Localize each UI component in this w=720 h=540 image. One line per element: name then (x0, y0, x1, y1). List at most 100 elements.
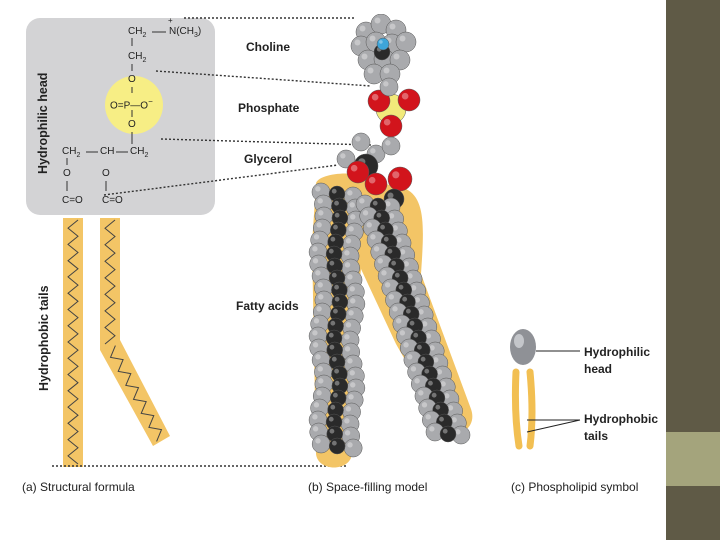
atom-highlight-22 (340, 153, 345, 158)
atom-highlight-62 (314, 318, 319, 323)
formula-glycerol-ch2-left: CH2 (62, 146, 80, 159)
atom-highlight-11 (368, 68, 374, 74)
atom-highlight-4 (355, 40, 361, 46)
atom-highlight-58 (335, 297, 340, 302)
atom-highlight-64 (330, 321, 335, 326)
atom-highlight-32 (317, 198, 322, 203)
atom-highlight-152 (429, 426, 434, 431)
atom-highlight-92 (315, 438, 320, 443)
atom-highlight-112 (391, 261, 396, 266)
atom-highlight-115 (395, 273, 400, 278)
atom-highlight-94 (332, 441, 337, 446)
atom-highlight-14 (379, 40, 383, 44)
atom-highlight-140 (414, 378, 419, 383)
atom-highlight-79 (335, 381, 340, 386)
atom-highlight-71 (315, 354, 320, 359)
atom-highlight-40 (333, 225, 338, 230)
atom-highlight-1 (360, 26, 366, 32)
atom-highlight-33 (349, 202, 354, 207)
caption-phospholipid-symbol: (c) Phospholipid symbol (511, 480, 638, 494)
atom-highlight-133 (417, 345, 422, 350)
symbol-tails-label: tails (584, 429, 608, 443)
atom-highlight-122 (392, 306, 397, 311)
space-filling-atoms (309, 14, 470, 457)
formula-glycerol-ch2-right: CH2 (130, 146, 148, 159)
formula-plus-charge: + (168, 16, 173, 25)
atom-highlight-3 (390, 24, 396, 30)
atom-highlight-27 (392, 171, 399, 178)
atom-highlight-103 (380, 225, 385, 230)
atom-highlight-46 (329, 249, 334, 254)
atom-highlight-5 (370, 36, 376, 42)
atom-highlight-106 (384, 237, 389, 242)
atom-highlight-128 (400, 330, 405, 335)
atom-highlight-148 (435, 405, 440, 410)
formula-ester-carbonyl-left: C=O (62, 195, 83, 206)
caption-structural-formula: (a) Structural formula (22, 480, 135, 494)
atom-highlight-118 (399, 285, 404, 290)
hydrogen-atom-91 (312, 435, 330, 453)
atom-highlight-81 (348, 394, 353, 399)
atom-highlight-35 (318, 210, 323, 215)
atom-highlight-113 (381, 270, 386, 275)
atom-highlight-67 (329, 333, 334, 338)
formula-oxygen-upper: O (128, 74, 136, 85)
atom-highlight-85 (330, 405, 335, 410)
atom-highlight-42 (346, 238, 351, 243)
atom-highlight-69 (345, 346, 350, 351)
glycerol-label: Glycerol (244, 152, 292, 166)
atom-highlight-19 (383, 81, 388, 86)
oxygen-atom-26 (388, 167, 412, 191)
atom-highlight-10 (394, 54, 400, 60)
atom-highlight-51 (347, 274, 352, 279)
atom-highlight-101 (367, 222, 372, 227)
atom-highlight-68 (313, 342, 318, 347)
slide-sidebar-swatch (666, 432, 720, 486)
oxygen-atom-25 (365, 173, 387, 195)
atom-highlight-28 (388, 193, 394, 199)
atom-highlight-88 (329, 417, 334, 422)
phospholipid-symbol (510, 329, 580, 446)
formula-choline-nitrogen: N(CH3) (169, 26, 201, 39)
atom-highlight-124 (406, 309, 411, 314)
atom-highlight-109 (388, 249, 393, 254)
formula-ch2-top: CH2 (128, 26, 146, 39)
nitrogen-atom-13 (377, 38, 389, 50)
atom-highlight-48 (345, 262, 350, 267)
atom-highlight-95 (359, 198, 364, 203)
hydrogen-atom-22 (382, 137, 400, 155)
atom-highlight-72 (347, 358, 352, 363)
atom-highlight-20 (355, 136, 360, 141)
atom-highlight-149 (425, 414, 430, 419)
atom-highlight-146 (422, 402, 427, 407)
atom-highlight-63 (346, 322, 351, 327)
atom-highlight-2 (375, 18, 381, 24)
atom-highlight-45 (344, 250, 349, 255)
atom-highlight-17 (402, 93, 409, 100)
symbol-head-label: head (584, 362, 612, 376)
atom-highlight-29 (315, 186, 320, 191)
atom-highlight-55 (334, 285, 339, 290)
atom-highlight-36 (350, 214, 355, 219)
formula-glycerol-ch: CH (100, 146, 114, 157)
formula-ester-oxygen-right: O (102, 168, 110, 179)
atom-highlight-76 (334, 369, 339, 374)
atom-highlight-34 (334, 201, 339, 206)
phosphate-label: Phosphate (238, 101, 299, 115)
atom-highlight-21 (370, 148, 375, 153)
atom-highlight-93 (347, 442, 352, 447)
atom-highlight-75 (350, 370, 355, 375)
atom-highlight-18 (384, 119, 391, 126)
atom-highlight-91 (330, 429, 335, 434)
atom-highlight-56 (318, 294, 323, 299)
hydrophobic-tails-label: Hydrophobic tails (37, 285, 51, 391)
hydrogen-atom-18 (380, 78, 398, 96)
formula-phosphate-row: O=P—O− (110, 97, 153, 111)
atom-highlight-134 (407, 354, 412, 359)
atom-highlight-16 (372, 94, 379, 101)
atom-highlight-82 (333, 393, 338, 398)
carbon-atom-93 (329, 438, 345, 454)
atom-highlight-121 (402, 297, 407, 302)
atom-highlight-23 (385, 140, 390, 145)
atom-highlight-83 (314, 402, 319, 407)
